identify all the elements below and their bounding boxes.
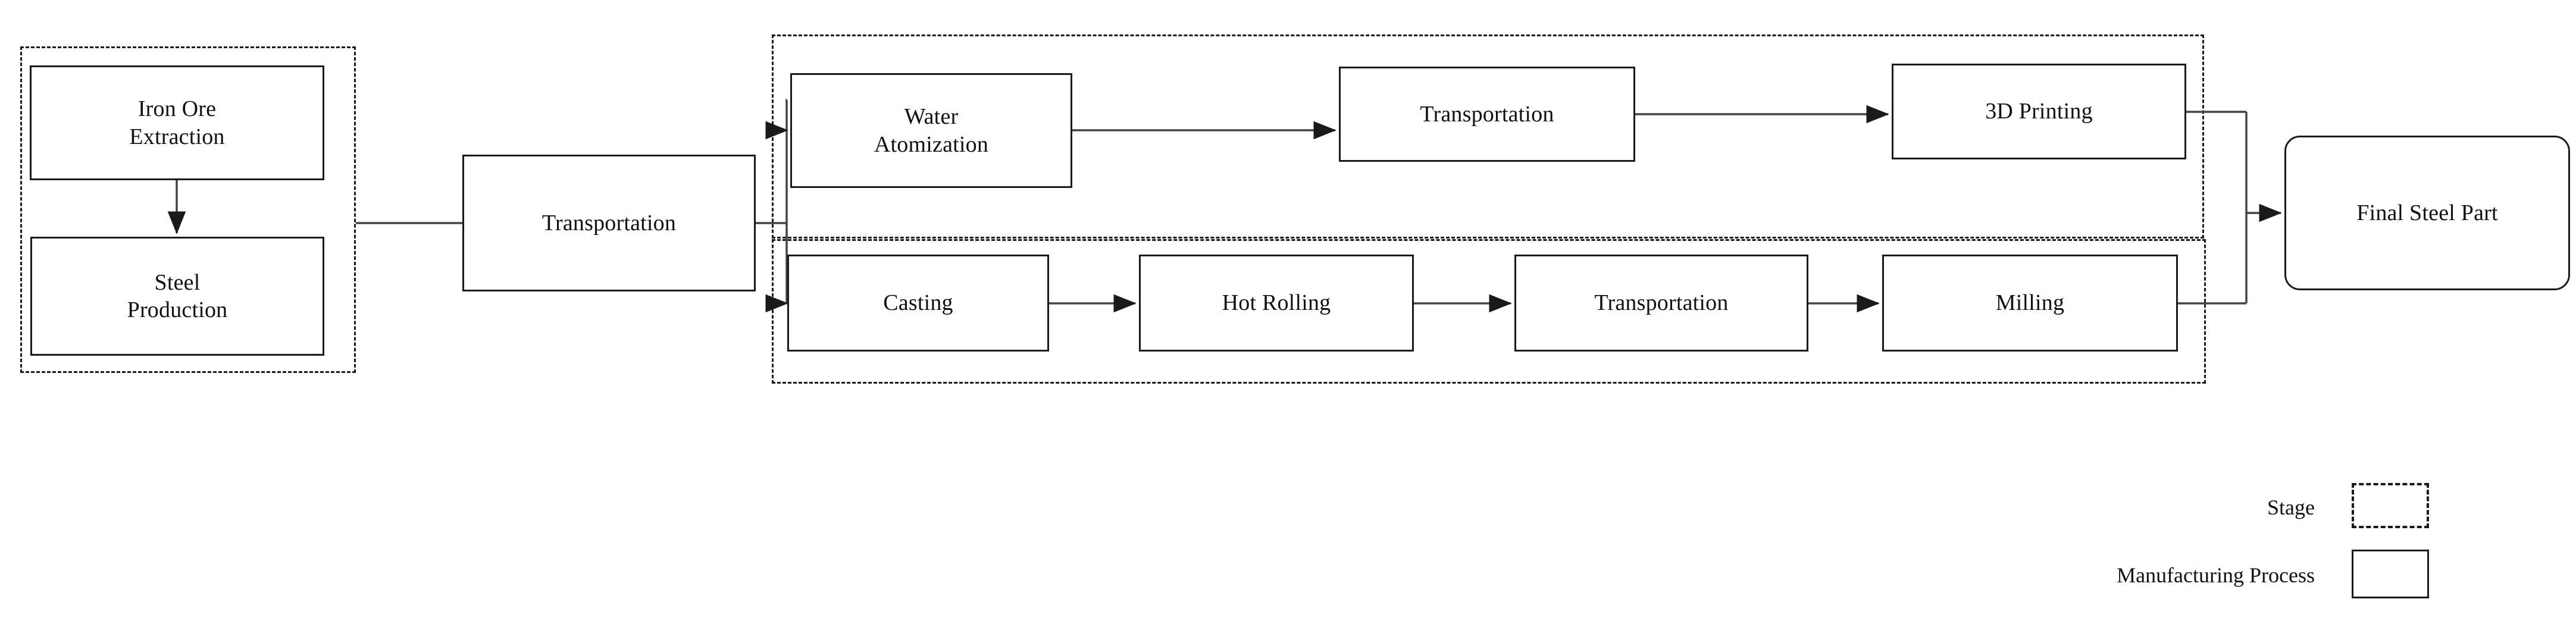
- legend-swatch-stage: [2352, 483, 2429, 528]
- node-casting[interactable]: Casting: [787, 255, 1049, 352]
- node-label: Transportation: [1420, 101, 1554, 127]
- node-label: Casting: [883, 290, 953, 316]
- node-transportation-lower[interactable]: Transportation: [1514, 255, 1808, 352]
- legend-swatch-manufacturing-process: [2352, 550, 2429, 598]
- node-label: 3D Printing: [1985, 99, 2093, 124]
- node-final-steel-part[interactable]: Final Steel Part: [2284, 136, 2570, 290]
- node-hot-rolling[interactable]: Hot Rolling: [1139, 255, 1414, 352]
- node-label: Transportation: [542, 210, 677, 236]
- stage-group-raw-material: [20, 46, 356, 373]
- node-3d-printing[interactable]: 3D Printing: [1892, 64, 2186, 159]
- node-transportation-main[interactable]: Transportation: [462, 155, 756, 291]
- node-label: Final Steel Part: [2356, 200, 2498, 225]
- node-label: Milling: [1995, 290, 2065, 316]
- legend-label-stage: Stage: [2267, 495, 2315, 519]
- node-label: Transportation: [1594, 290, 1729, 316]
- node-milling[interactable]: Milling: [1882, 255, 2178, 352]
- legend-label-manufacturing-process: Manufacturing Process: [2117, 563, 2315, 587]
- node-label: Hot Rolling: [1222, 290, 1331, 316]
- node-transportation-upper[interactable]: Transportation: [1339, 67, 1635, 162]
